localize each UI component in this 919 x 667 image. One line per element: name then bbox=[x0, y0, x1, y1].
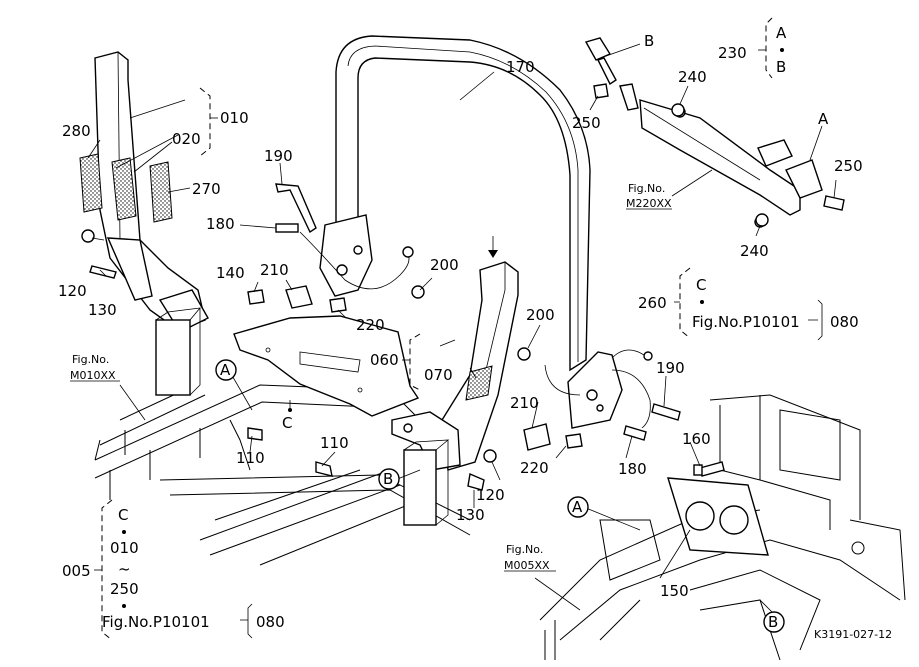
bullet-dot-230 bbox=[780, 48, 784, 52]
label-240-top: 240 bbox=[678, 68, 707, 86]
figref-m010-title: Fig.No. bbox=[72, 353, 109, 366]
drawing-number: K3191-027-12 bbox=[814, 628, 892, 641]
figref-p10101-right: Fig.No.P10101 bbox=[692, 313, 800, 331]
label-200-right: 200 bbox=[526, 306, 555, 324]
rops-arch-170 bbox=[335, 35, 591, 372]
label-210-left: 210 bbox=[260, 261, 289, 279]
label-130-left: 130 bbox=[88, 301, 117, 319]
letter-C-plate: C bbox=[282, 414, 292, 432]
connection-markers: A B A B bbox=[215, 359, 785, 633]
label-120-right: 120 bbox=[476, 486, 505, 504]
label-220-left: 220 bbox=[356, 316, 385, 334]
label-160: 160 bbox=[682, 430, 711, 448]
letter-C-260: C bbox=[696, 276, 706, 294]
label-130-right: 130 bbox=[456, 506, 485, 524]
circle-letter-B-mid: B bbox=[383, 470, 393, 488]
circle-letter-B-right: B bbox=[768, 613, 778, 631]
label-180-left: 180 bbox=[206, 215, 235, 233]
figref-m005-code: M005XX bbox=[504, 559, 550, 572]
figref-m010-code: M010XX bbox=[70, 369, 116, 382]
label-170: 170 bbox=[506, 58, 535, 76]
label-150: 150 bbox=[660, 582, 689, 600]
label-190-left: 190 bbox=[264, 147, 293, 165]
label-270: 270 bbox=[192, 180, 221, 198]
mount-plate-150 bbox=[667, 477, 769, 556]
label-230: 230 bbox=[718, 44, 747, 62]
bullet-dot-260 bbox=[700, 300, 704, 304]
letter-A-230: A bbox=[776, 24, 787, 42]
figref-m220-code: M220XX bbox=[626, 197, 672, 210]
label-200-left: 200 bbox=[430, 256, 459, 274]
label-280: 280 bbox=[62, 122, 91, 140]
label-260: 260 bbox=[638, 294, 667, 312]
right-rops-post bbox=[391, 261, 519, 526]
letter-labels: B A A B C C C bbox=[118, 24, 829, 608]
label-010-range: 010 bbox=[110, 539, 139, 557]
bullet-dot-005b bbox=[122, 604, 126, 608]
label-180-right: 180 bbox=[618, 460, 647, 478]
label-210-right: 210 bbox=[510, 394, 539, 412]
left-arch-pivot-bracket bbox=[299, 214, 414, 297]
label-220-right: 220 bbox=[520, 459, 549, 477]
circle-marker-B-right bbox=[763, 611, 785, 633]
bullet-dot-005a bbox=[122, 530, 126, 534]
letter-A-buckle: A bbox=[818, 110, 829, 128]
figref-p10101-bottom: Fig.No.P10101 bbox=[102, 613, 210, 631]
label-070: 070 bbox=[424, 366, 453, 384]
label-110-mid: 110 bbox=[320, 434, 349, 452]
letter-B-seatbelt: B bbox=[644, 32, 654, 50]
bullet-dot-plate bbox=[288, 408, 292, 412]
reflector-stickers bbox=[79, 153, 173, 223]
circle-marker-B-mid bbox=[378, 468, 400, 490]
figref-m005-title: Fig.No. bbox=[506, 543, 543, 556]
left-chassis-frame bbox=[94, 384, 471, 566]
label-250-seat: 250 bbox=[572, 114, 601, 132]
left-rops-post bbox=[94, 51, 209, 396]
hardware-parts bbox=[81, 83, 845, 491]
label-250-range: 250 bbox=[110, 580, 139, 598]
label-005: 005 bbox=[62, 562, 91, 580]
label-120-left: 120 bbox=[58, 282, 87, 300]
label-140: 140 bbox=[216, 264, 245, 282]
label-110-left: 110 bbox=[236, 449, 265, 467]
label-190-right: 190 bbox=[656, 359, 685, 377]
bolt-160 bbox=[693, 461, 725, 477]
circle-letter-A-right: A bbox=[572, 498, 583, 516]
label-020: 020 bbox=[172, 130, 201, 148]
letter-B-230: B bbox=[776, 58, 786, 76]
label-010: 010 bbox=[220, 109, 249, 127]
down-arrow-icon bbox=[488, 236, 498, 258]
range-tilde: ~ bbox=[118, 560, 131, 578]
leader-lines bbox=[87, 43, 837, 613]
circle-marker-A-right bbox=[567, 496, 589, 518]
figref-m220-title: Fig.No. bbox=[628, 182, 665, 195]
label-080-right: 080 bbox=[830, 313, 859, 331]
seat-belt-assembly bbox=[584, 37, 823, 228]
label-240-bottom: 240 bbox=[740, 242, 769, 260]
circle-marker-A-left bbox=[215, 359, 237, 381]
label-060: 060 bbox=[370, 351, 399, 369]
grouping-brackets bbox=[94, 17, 823, 641]
letter-C-005: C bbox=[118, 506, 128, 524]
figure-references: Fig.No. M220XX Fig.No. M010XX Fig.No. M0… bbox=[70, 182, 800, 631]
floor-plate bbox=[233, 315, 420, 417]
circle-letter-A-left: A bbox=[220, 361, 231, 379]
part-labels: 010 020 270 280 190 180 140 210 220 200 … bbox=[58, 44, 863, 631]
label-080-bottom: 080 bbox=[256, 613, 285, 631]
right-arch-pivot-bracket bbox=[544, 349, 653, 429]
label-250-buckle: 250 bbox=[834, 157, 863, 175]
